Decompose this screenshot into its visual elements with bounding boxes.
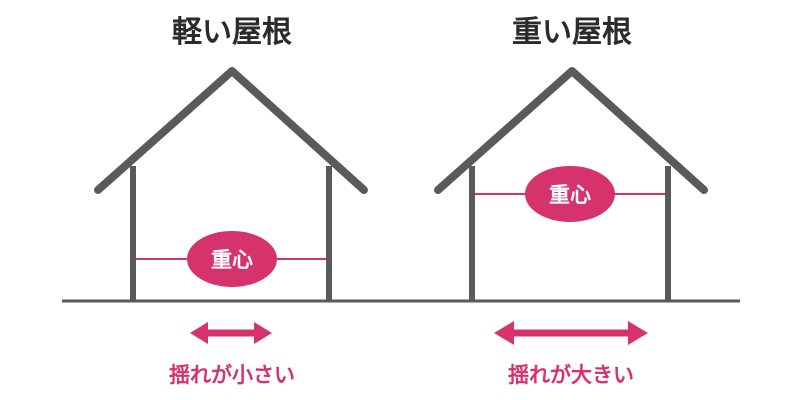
heavy-roof-cog-marker bbox=[525, 166, 615, 222]
light-roof-outline bbox=[94, 67, 368, 194]
light-roof-house: 軽い屋根 重心 揺れが小さい bbox=[94, 15, 368, 387]
heavy-roof-house: 重い屋根 重心 揺れが大きい bbox=[434, 15, 708, 387]
heavy-roof-cog-label: 重心 bbox=[549, 183, 591, 207]
small-sway-arrow bbox=[190, 322, 272, 344]
small-sway-label: 揺れが小さい bbox=[169, 363, 295, 387]
large-sway-arrow bbox=[494, 321, 648, 345]
light-roof-title: 軽い屋根 bbox=[172, 15, 292, 50]
large-sway-label: 揺れが大きい bbox=[508, 363, 634, 387]
heavy-roof-title: 重い屋根 bbox=[512, 15, 632, 50]
heavy-roof-outline bbox=[434, 67, 708, 194]
light-roof-cog-marker bbox=[187, 231, 277, 287]
light-roof-cog-label: 重心 bbox=[211, 248, 253, 272]
